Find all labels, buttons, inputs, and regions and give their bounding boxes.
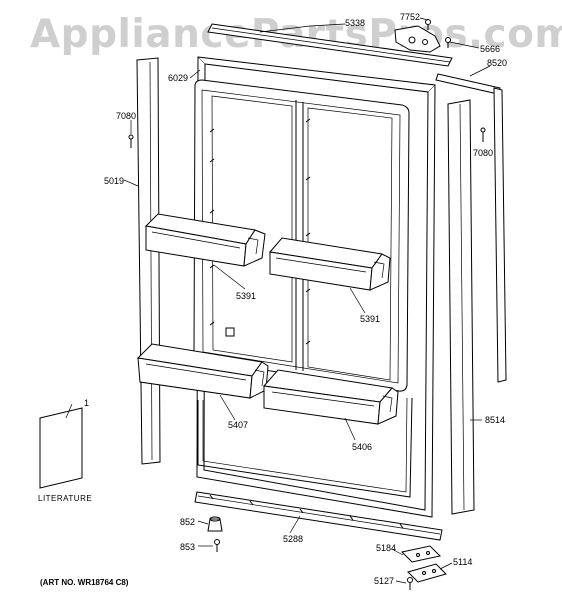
top-hinge-bracket xyxy=(207,23,453,67)
callout-5184: 5184 xyxy=(376,543,397,553)
door-stop-screw xyxy=(214,539,220,552)
right-gasket-strip xyxy=(435,73,507,383)
left-screw xyxy=(128,134,134,148)
callout-5019: 5019 xyxy=(104,176,125,186)
callout-5391-right: 5391 xyxy=(360,314,381,324)
callout-5114: 5114 xyxy=(453,557,473,567)
top-screws xyxy=(425,19,451,48)
callout-6029: 6029 xyxy=(168,73,189,83)
callout-5288: 5288 xyxy=(283,534,304,544)
door-stop xyxy=(207,516,223,532)
right-trim-strip xyxy=(447,99,475,515)
bottom-hinge xyxy=(407,563,447,583)
callout-5338: 5338 xyxy=(345,18,366,28)
upper-right-door-bin xyxy=(269,237,391,291)
callout-8520: 8520 xyxy=(487,58,508,68)
upper-left-door-bin xyxy=(144,213,266,267)
hinge-screw xyxy=(407,577,413,590)
callout-7080-right: 7080 xyxy=(473,148,494,158)
literature-booklet xyxy=(39,407,83,489)
callout-7752: 7752 xyxy=(400,12,421,22)
callout-5406: 5406 xyxy=(352,442,373,452)
right-screw xyxy=(480,127,486,142)
bottom-trim-bar xyxy=(194,491,443,541)
callout-852: 852 xyxy=(180,517,196,527)
callout-5666: 5666 xyxy=(480,44,501,54)
literature-label: LITERATURE xyxy=(38,494,93,503)
callout-5127: 5127 xyxy=(374,576,395,586)
callout-5391-left: 5391 xyxy=(236,291,257,301)
lower-right-door-bin xyxy=(263,369,399,425)
watermark: AppliancePartsPros.com xyxy=(30,12,562,57)
callout-853: 853 xyxy=(180,542,196,552)
callout-1: 1 xyxy=(84,398,90,408)
bottom-hinge-plate xyxy=(400,545,442,563)
door-gasket xyxy=(197,397,413,498)
lower-left-door-bin xyxy=(136,343,269,399)
callout-leaders xyxy=(65,17,491,584)
callout-7080-left: 7080 xyxy=(116,111,137,121)
art-number-caption: (ART NO. WR18764 C8) xyxy=(40,578,129,587)
left-trim-strip xyxy=(136,57,161,465)
callout-8514: 8514 xyxy=(485,415,506,425)
callout-5407: 5407 xyxy=(228,420,249,430)
